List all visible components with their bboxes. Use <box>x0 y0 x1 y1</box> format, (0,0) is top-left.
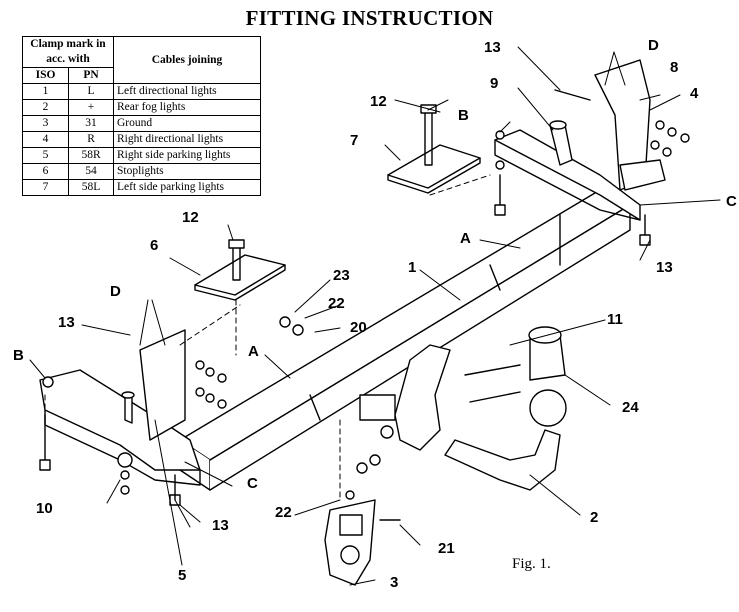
label-C-left: C <box>247 475 258 492</box>
label-part-23: 23 <box>333 267 350 284</box>
label-part-11: 11 <box>607 311 623 328</box>
leader-lines <box>29 46 721 586</box>
label-part-13-top: 13 <box>484 39 501 56</box>
part-labels: 1 2 3 4 5 6 7 8 9 10 11 12 12 13 13 13 1… <box>13 37 737 591</box>
label-part-2: 2 <box>590 509 598 526</box>
label-part-21: 21 <box>438 540 455 557</box>
label-C-right: C <box>726 193 737 210</box>
header-cables-joining: Cables joining <box>113 36 261 84</box>
ball-mount <box>444 326 567 491</box>
header-clamp-mark: Clamp mark in acc. with <box>22 36 114 68</box>
label-part-24: 24 <box>622 399 639 416</box>
label-part-20: 20 <box>350 319 367 336</box>
label-part-3: 3 <box>390 574 398 591</box>
label-part-22-top: 22 <box>328 295 345 312</box>
label-part-13-left: 13 <box>58 314 75 331</box>
figure-caption: Fig. 1. <box>512 556 551 572</box>
hitch-bracket <box>359 344 451 451</box>
assembly-lines <box>44 174 491 501</box>
cables-table: Clamp mark in acc. with Cables joining I… <box>21 36 261 196</box>
label-part-12-top: 12 <box>370 93 387 110</box>
label-part-5: 5 <box>178 567 186 584</box>
label-part-6: 6 <box>150 237 158 254</box>
label-D-right: D <box>648 37 659 54</box>
label-B-right: B <box>458 107 469 124</box>
label-D-left: D <box>110 283 121 300</box>
label-part-13-right: 13 <box>656 259 673 276</box>
label-part-8: 8 <box>670 59 678 76</box>
label-part-7: 7 <box>350 132 358 149</box>
socket-plate <box>324 499 376 586</box>
label-part-4: 4 <box>690 85 699 102</box>
label-part-1: 1 <box>408 259 416 276</box>
crossbar-part <box>179 189 631 491</box>
label-A-right: A <box>460 230 471 247</box>
label-A-left: A <box>248 343 259 360</box>
label-part-10: 10 <box>36 500 53 517</box>
label-part-22-bottom: 22 <box>275 504 292 521</box>
label-part-9: 9 <box>490 75 498 92</box>
label-part-12-left: 12 <box>182 209 199 226</box>
label-B-left: B <box>13 347 24 364</box>
right-bracket <box>494 59 666 221</box>
page-title: FITTING INSTRUCTION <box>245 6 494 30</box>
header-pn: PN <box>68 67 114 84</box>
plate-6 <box>194 239 286 301</box>
label-part-13-bottom: 13 <box>212 517 229 534</box>
nuts-washers <box>42 120 690 500</box>
